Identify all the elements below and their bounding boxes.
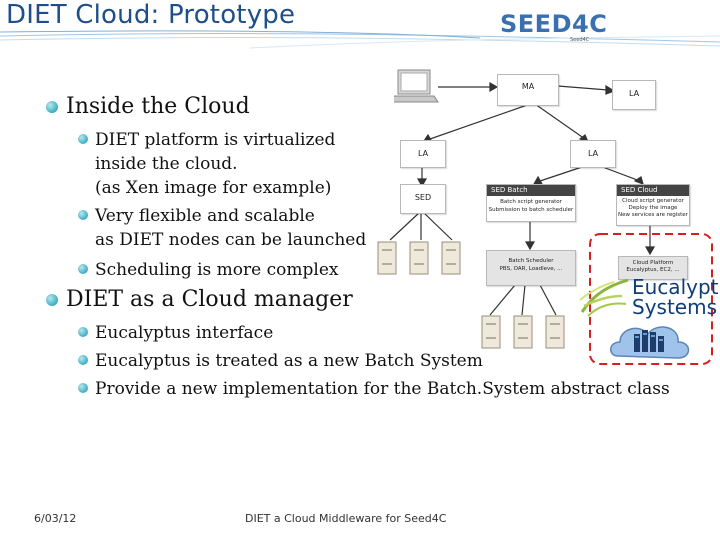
server-icons-batch	[481, 315, 565, 349]
eucalyptus-highlight-box	[589, 233, 713, 365]
bullet-dot	[78, 327, 88, 337]
node-batch-scheduler: Batch Scheduler PBS, OAR, Loadleve, ...	[486, 250, 576, 286]
sub-bullet-batch-system: Eucalyptus is treated as a new Batch Sys…	[95, 349, 483, 373]
bullet-dot	[78, 210, 88, 220]
text-line: Scheduling is more complex	[95, 260, 339, 280]
bullet-dot	[46, 101, 58, 113]
node-batch-scheduler-line: Batch Scheduler	[508, 258, 554, 264]
bullet-dot	[78, 355, 88, 365]
node-sed-cloud-line: Cloud script generator	[622, 198, 684, 204]
text-line: inside the cloud.	[95, 154, 238, 174]
sub-bullet-new-implementation: Provide a new implementation for the Bat…	[95, 377, 670, 401]
node-la-top-label: LA	[628, 89, 640, 98]
node-cloud-platform-line: Cloud Platform	[632, 260, 674, 266]
node-sed-label: SED	[414, 193, 432, 202]
node-cloud-platform: Cloud Platform Eucalyptus, EC2, ...	[618, 256, 688, 280]
node-sed-cloud-line: Deploy the image	[628, 205, 678, 211]
node-la-right-label: LA	[587, 149, 599, 158]
cloud-cluster-icon	[610, 326, 690, 359]
text-line: (as Xen image for example)	[95, 178, 332, 198]
laptop-icon	[394, 69, 439, 103]
eucalyptus-leaf-icon	[579, 278, 629, 317]
node-ma-label: MA	[521, 82, 535, 91]
node-sed: SED	[400, 184, 446, 214]
node-la-left: LA	[400, 140, 446, 168]
seed4c-logo-text: SEED4C	[500, 10, 608, 38]
text-line: Eucalyptus interface	[95, 323, 274, 343]
bullet-dot	[78, 383, 88, 393]
bullet-dot	[78, 264, 88, 274]
node-batch-scheduler-line: PBS, OAR, Loadleve, ...	[499, 266, 563, 272]
node-la-right: LA	[570, 140, 616, 168]
node-sed-batch-line: Batch script generator	[500, 199, 562, 205]
eucalyptus-line2: Systems	[632, 295, 717, 319]
footer-date: 6/03/12	[34, 512, 77, 525]
text-line: Eucalyptus is treated as a new Batch Sys…	[95, 351, 483, 371]
bullet-cloud-manager: DIET as a Cloud manager	[66, 287, 353, 312]
header-swoosh	[0, 30, 720, 49]
footer-title: DIET a Cloud Middleware for Seed4C	[245, 512, 447, 525]
bullet-inside-cloud: Inside the Cloud	[66, 94, 250, 119]
sub-bullet-eucalyptus-interface: Eucalyptus interface	[95, 321, 273, 345]
seed4c-logo-subtitle: Seed4C	[570, 37, 590, 43]
node-ma: MA	[497, 74, 559, 106]
text-line: DIET platform is virtualized	[95, 130, 336, 150]
sub-bullet-scheduling: Scheduling is more complex	[95, 258, 338, 282]
seed4c-logo: SEED4C Seed4C	[500, 6, 607, 46]
node-sed-cloud: SED Cloud Cloud script generator Deploy …	[616, 184, 690, 226]
sub-bullet-flexible: Very flexible and scalable as DIET nodes…	[95, 204, 366, 252]
node-sed-cloud-line: New services are register	[618, 212, 688, 218]
node-sed-batch: SED Batch Batch script generator Submiss…	[486, 184, 576, 222]
node-sed-batch-title: SED Batch	[487, 185, 575, 196]
node-sed-cloud-title: SED Cloud	[617, 185, 689, 196]
text-line: as DIET nodes can be launched	[95, 230, 367, 250]
server-icons-sed	[377, 241, 461, 275]
eucalyptus-line1: Eucalyptus	[632, 275, 720, 299]
text-line: Provide a new implementation for the Bat…	[95, 379, 670, 399]
bullet-dot	[78, 134, 88, 144]
bullet-dot	[46, 294, 58, 306]
node-la-left-label: LA	[417, 149, 429, 158]
node-cloud-platform-line: Eucalyptus, EC2, ...	[626, 267, 680, 273]
slide-title: DIET Cloud: Prototype	[6, 0, 296, 30]
text-line: Very flexible and scalable	[95, 206, 315, 226]
node-la-top: LA	[612, 80, 656, 110]
sub-bullet-virtualized: DIET platform is virtualized inside the …	[95, 128, 335, 200]
node-sed-batch-line: Submission to batch scheduler	[488, 207, 574, 213]
eucalyptus-logo-text: Eucalyptus Systems	[632, 277, 720, 317]
